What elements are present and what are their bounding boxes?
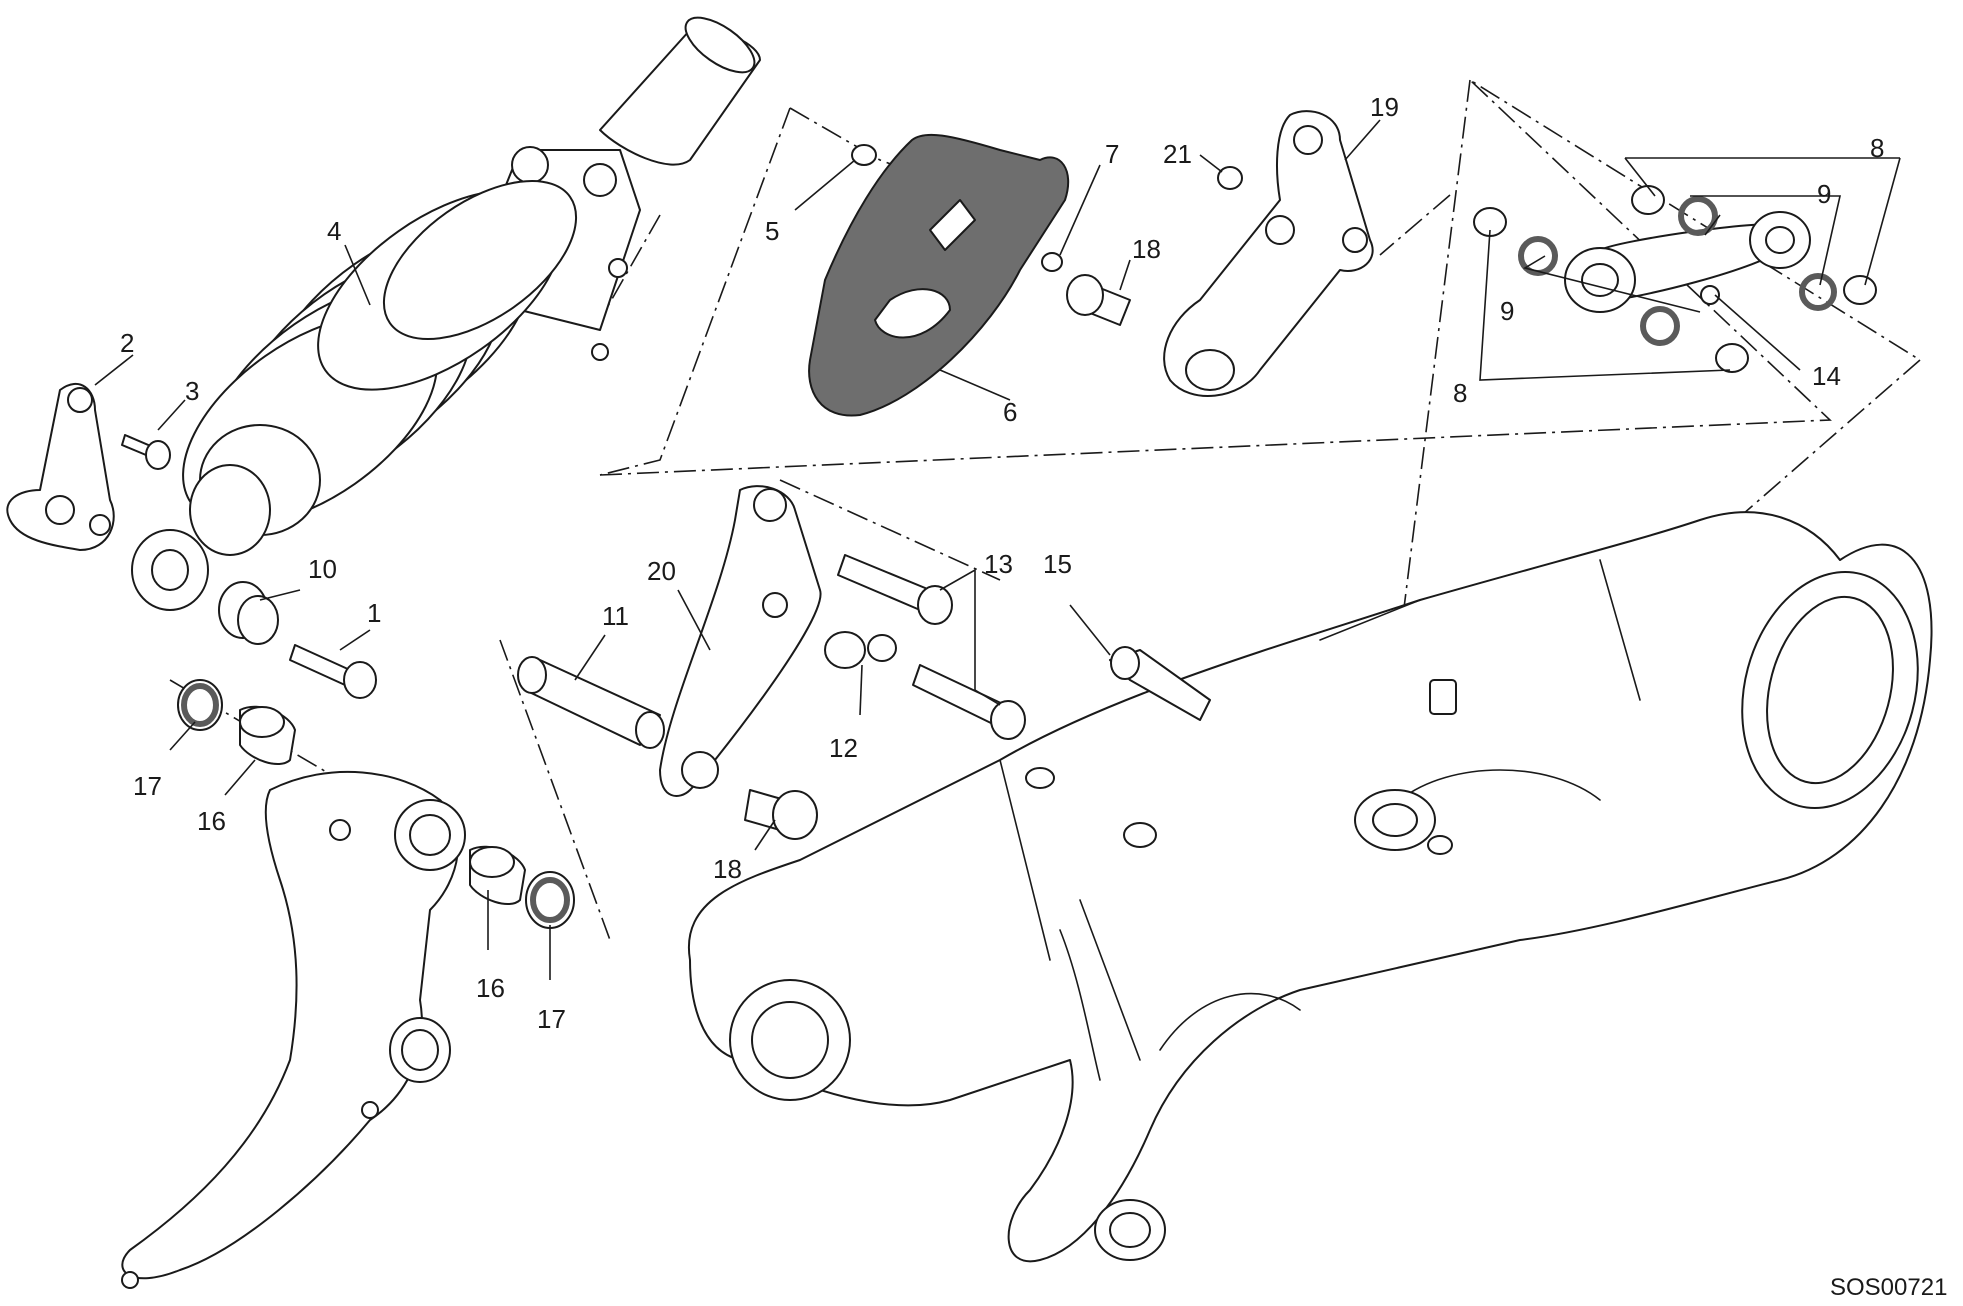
rocker-bracket [121, 770, 466, 1289]
callout-21: 21 [1163, 139, 1192, 169]
shock-absorber [131, 16, 761, 611]
callout-16-right: 16 [476, 973, 505, 1003]
callout-13: 13 [984, 549, 1013, 579]
chain-guard [808, 133, 1070, 417]
callout-2: 2 [120, 328, 134, 358]
callout-18-lower: 18 [713, 854, 742, 884]
callout-9-upper: 9 [1817, 179, 1831, 209]
callout-11: 11 [602, 601, 629, 631]
diagram-code: SOS00721 [1830, 1274, 1947, 1301]
callout-16-left: 16 [197, 806, 226, 836]
callout-5: 5 [765, 216, 779, 246]
callout-7: 7 [1105, 139, 1119, 169]
callout-9-lower: 9 [1500, 296, 1514, 326]
callout-8-lower: 8 [1453, 378, 1467, 408]
callout-4: 4 [327, 216, 341, 246]
callout-15: 15 [1043, 549, 1072, 579]
callout-10: 10 [308, 554, 337, 584]
callout-18-upper: 18 [1132, 234, 1161, 264]
callout-labels: 1 2 3 4 5 6 7 8 8 9 9 10 11 12 13 14 15 … [120, 92, 1884, 1034]
callout-1: 1 [367, 598, 381, 628]
callout-20: 20 [647, 556, 676, 586]
part-14-rod [1473, 185, 1877, 373]
callout-17-right: 17 [537, 1004, 566, 1034]
part-19-link [1163, 110, 1374, 397]
callout-14: 14 [1812, 361, 1841, 391]
callout-leaders [94, 119, 1901, 980]
small-parts [121, 144, 1243, 929]
callout-17-left: 17 [133, 771, 162, 801]
callout-3: 3 [185, 376, 199, 406]
callout-6: 6 [1003, 397, 1017, 427]
callout-19: 19 [1370, 92, 1399, 122]
callout-12: 12 [829, 733, 858, 763]
callout-8-upper: 8 [1870, 133, 1884, 163]
swingarm [687, 511, 1933, 1263]
part-2-upper-link [6, 383, 115, 551]
